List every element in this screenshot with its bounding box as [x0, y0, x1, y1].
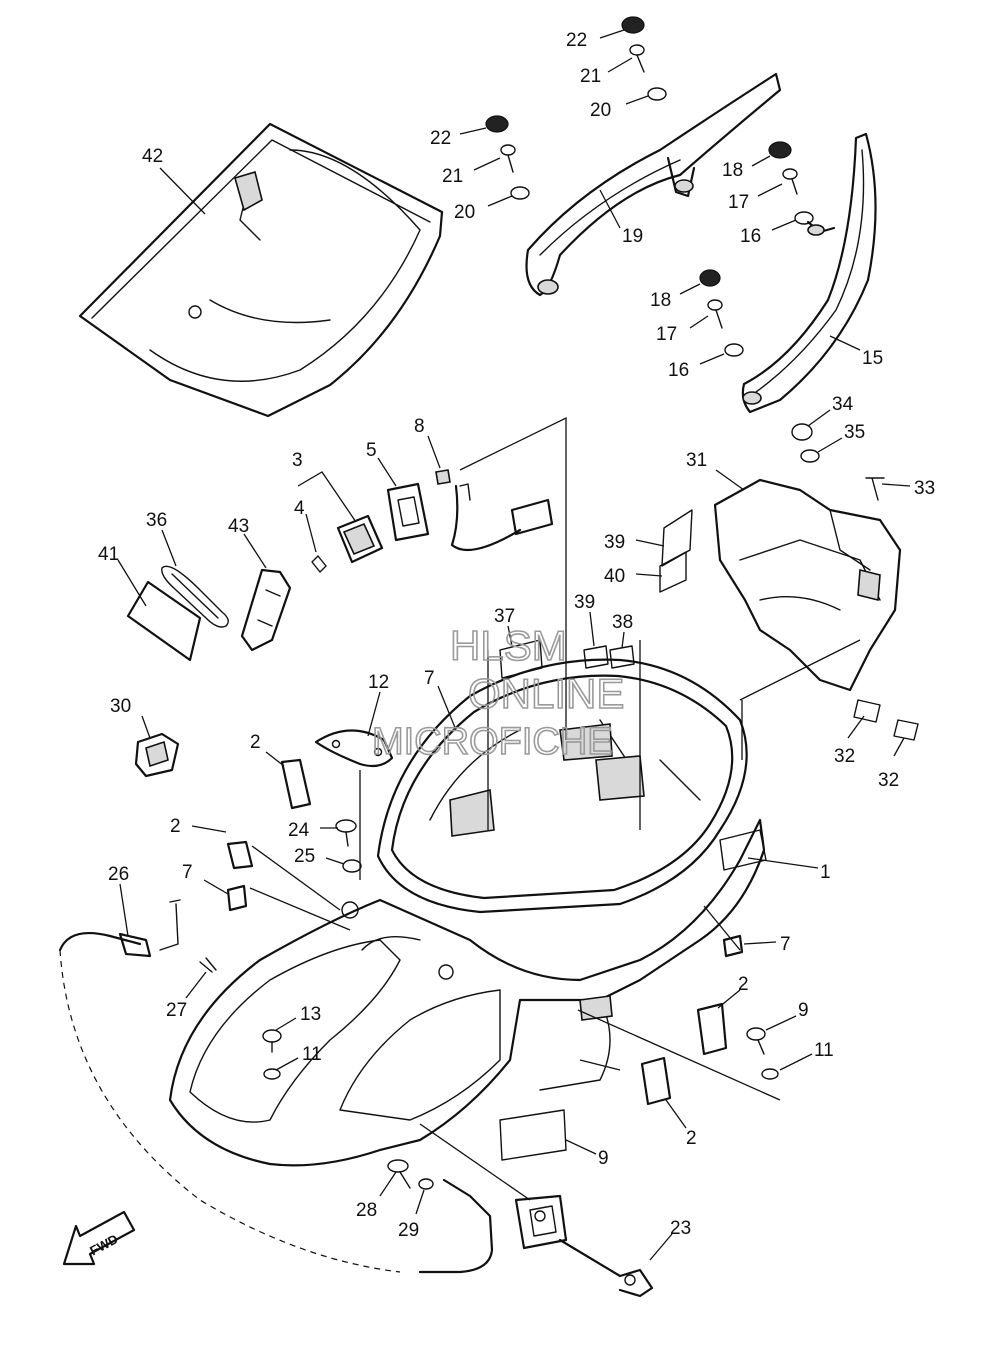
callout-1: 1	[820, 862, 831, 883]
seat-lock-cable	[58, 899, 401, 1273]
callout-41: 40	[604, 566, 625, 587]
clips-2	[226, 758, 728, 1106]
callout-18a: 18	[722, 160, 743, 181]
callout-17b: 17	[656, 324, 677, 345]
callout-10: 9	[798, 1000, 809, 1021]
callout-23: 23	[670, 1218, 691, 1239]
sticker-labels	[499, 509, 693, 679]
callout-29: 29	[398, 1220, 419, 1241]
callout-27: 27	[166, 1000, 187, 1021]
callout-20a: 20	[590, 100, 611, 121]
watermark: HLSM ONLINE MICROFICHE	[371, 621, 625, 764]
callout-35: 35	[844, 422, 865, 443]
callout-labels: 42 22 21 20 22 21 20 19 18 17 16 18 17 1…	[98, 29, 935, 1261]
callout-5: 5	[366, 440, 377, 461]
callout-7b: 7	[780, 934, 791, 955]
callout-8: 8	[414, 416, 425, 437]
callout-15: 15	[862, 348, 883, 369]
callout-39: 39	[574, 592, 595, 613]
callout-37: 37	[494, 606, 515, 627]
label-9	[499, 1109, 567, 1161]
callout-12: 12	[368, 672, 389, 693]
callout-4: 4	[294, 498, 305, 519]
callout-3: 3	[292, 450, 303, 471]
callout-28: 28	[356, 1200, 377, 1221]
bracket-12	[314, 729, 394, 768]
nuts-7	[226, 884, 744, 958]
clip-30	[134, 732, 180, 778]
misc-small-parts	[126, 565, 292, 662]
fwd-direction-arrow: FWD	[62, 1210, 136, 1266]
callout-21b: 21	[442, 166, 463, 187]
callout-16b: 16	[668, 360, 689, 381]
seat-lock-assembly	[387, 1159, 654, 1298]
callout-21a: 21	[580, 66, 601, 87]
callout-6: 7	[424, 668, 435, 689]
callout-32a: 32	[834, 746, 855, 767]
callout-2b: 2	[170, 816, 181, 837]
callout-16a: 16	[740, 226, 761, 247]
callout-26: 26	[108, 864, 129, 885]
callout-2d: 2	[686, 1128, 697, 1149]
callout-22b: 22	[430, 128, 451, 149]
callout-22a: 22	[566, 30, 587, 51]
small-fasteners	[262, 1027, 779, 1080]
callout-2c: 2	[738, 974, 749, 995]
callout-19: 19	[622, 226, 643, 247]
callout-40: 39	[604, 532, 625, 553]
rail-fasteners	[485, 16, 814, 357]
callout-18b: 18	[650, 290, 671, 311]
callout-31: 31	[686, 450, 707, 471]
fasteners-24-25	[335, 819, 362, 873]
watermark-line-2: ONLINE	[468, 670, 624, 717]
callout-13: 13	[300, 1004, 321, 1025]
callout-14: 42	[142, 146, 163, 167]
callout-11a: 11	[302, 1044, 322, 1065]
callout-17a: 17	[728, 192, 749, 213]
callout-34: 34	[832, 394, 854, 415]
callout-42: 41	[98, 544, 119, 565]
callout-20b: 20	[454, 202, 475, 223]
callout-24: 24	[288, 820, 310, 841]
callout-33: 33	[914, 478, 935, 499]
main-body-frame	[168, 818, 767, 1167]
electrical-parts	[311, 469, 554, 573]
callout-38: 38	[612, 612, 633, 633]
grab-rail-side	[741, 132, 877, 414]
reference-lines	[249, 416, 861, 1201]
callout-36: 36	[146, 510, 167, 531]
callout-11b: 11	[814, 1040, 834, 1061]
front-cover-panel	[78, 122, 444, 418]
rear-bracket	[713, 423, 919, 741]
storage-box	[376, 658, 748, 914]
callout-2a: 2	[250, 732, 261, 753]
callout-30: 30	[110, 696, 131, 717]
callout-7a: 7	[182, 862, 193, 883]
callout-25: 25	[294, 846, 315, 867]
callout-9: 9	[598, 1148, 609, 1169]
watermark-line-1: HLSM	[450, 622, 567, 669]
callout-43: 43	[228, 516, 249, 537]
fwd-label: FWD	[87, 1231, 120, 1258]
watermark-line-3: MICROFICHE	[372, 721, 613, 763]
grab-rail-upper	[525, 72, 782, 297]
callout-32b: 32	[878, 770, 899, 791]
